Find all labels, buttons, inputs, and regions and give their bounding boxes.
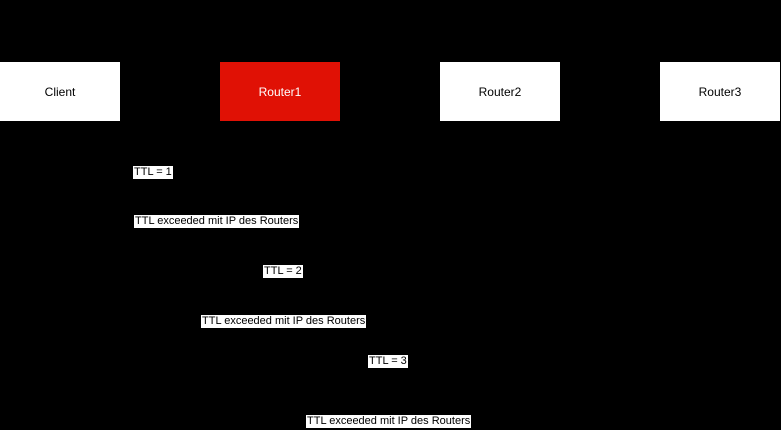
message-label-ttl-exceeded-2: TTL exceeded mit IP des Routers bbox=[201, 315, 367, 328]
message-label-ttl-2: TTL = 2 bbox=[263, 265, 303, 278]
actor-box-router1: Router1 bbox=[220, 62, 340, 121]
actor-box-router2: Router2 bbox=[440, 62, 560, 121]
message-label-ttl-1: TTL = 1 bbox=[133, 166, 173, 179]
actor-box-client: Client bbox=[0, 62, 120, 121]
message-label-ttl-exceeded-3: TTL exceeded mit IP des Routers bbox=[306, 415, 472, 428]
actor-box-router3: Router3 bbox=[660, 62, 780, 121]
message-label-ttl-3: TTL = 3 bbox=[368, 355, 408, 368]
message-label-ttl-exceeded-1: TTL exceeded mit IP des Routers bbox=[134, 215, 300, 228]
